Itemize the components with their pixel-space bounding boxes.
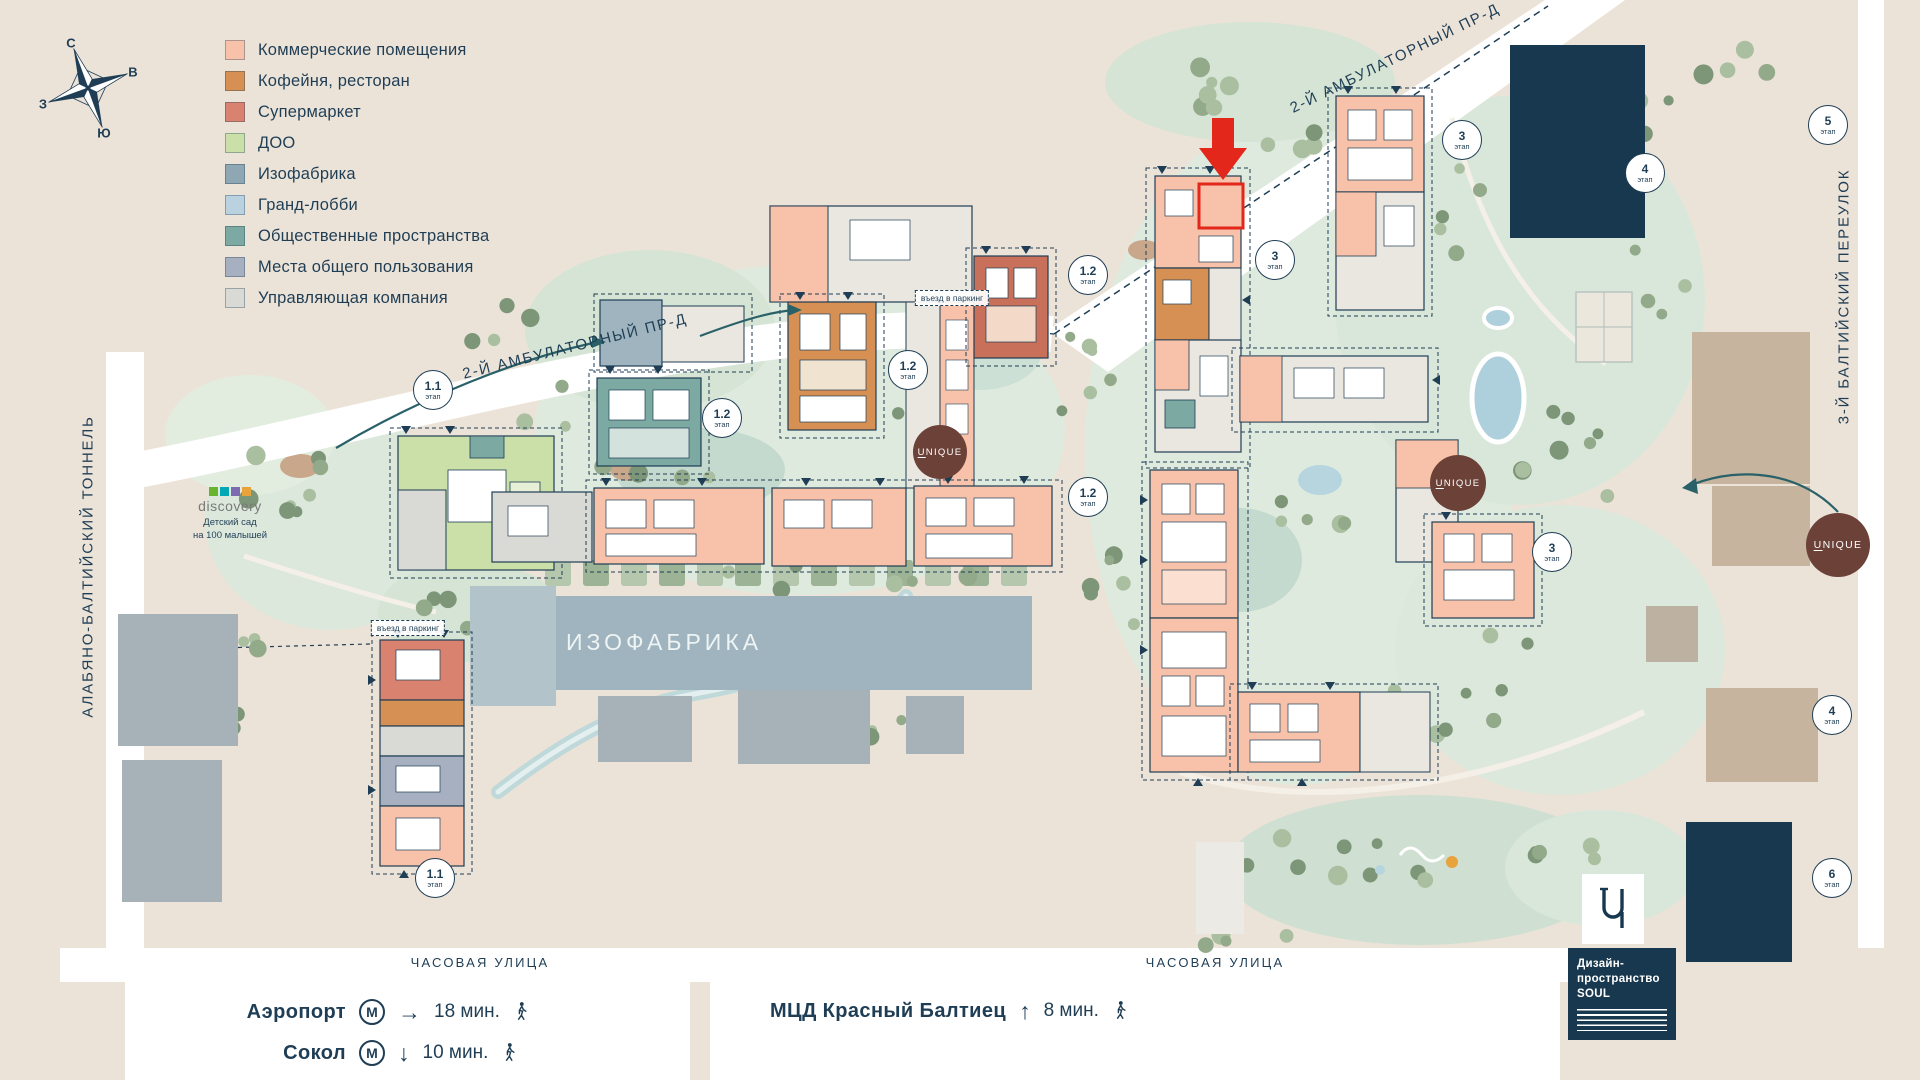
transit-panel-mcd — [710, 982, 1560, 1080]
soul-u-logo-icon — [1600, 887, 1624, 928]
legend-item: Гранд-лобби — [225, 195, 489, 215]
legend-label: Кофейня, ресторан — [258, 71, 410, 90]
metro-icon: М — [359, 1040, 385, 1066]
izofabrika-label: ИЗОФАБРИКА — [566, 629, 763, 655]
discovery-square-purple — [231, 487, 240, 496]
street-label-tunnel: АЛАБЯНО-БАЛТИЙСКИЙ ТОННЕЛЬ — [79, 415, 97, 718]
transit-panel-metro — [125, 982, 690, 1080]
tennis-court — [1575, 291, 1633, 363]
compass-star — [48, 48, 128, 128]
parking-entrance-label-east: въезд в паркинг — [914, 290, 990, 306]
legend-swatch-supermarket — [225, 102, 245, 122]
walk-time: 18 мин. — [434, 1001, 500, 1022]
metro-icon: М — [359, 999, 385, 1025]
legend-swatch-commercial — [225, 40, 245, 60]
parking-entrance-label-west: въезд в паркинг — [370, 620, 446, 636]
walking-person-icon — [1116, 1001, 1126, 1019]
legend-label: Общественные пространства — [258, 226, 490, 245]
transit-row-airport: Аэропорт М → 18 мин. — [228, 999, 529, 1025]
discovery-brand: discovery — [198, 498, 262, 514]
legend-item: Коммерческие помещения — [225, 40, 489, 60]
legend-swatch-izofabrika — [225, 164, 245, 184]
legend-label: Изофабрика — [258, 164, 356, 183]
building-izofabrika[interactable] — [470, 586, 1032, 706]
compass-rose: С В Ю З — [32, 30, 148, 146]
station-name: Аэропорт — [246, 1000, 346, 1023]
unique-marker-1[interactable]: UNIQUE — [913, 425, 967, 479]
building-stage1-1-south[interactable] — [371, 631, 473, 875]
legend-item: Управляющая компания — [225, 288, 489, 308]
walking-person-icon — [506, 1043, 515, 1061]
transit-row-mcd: МЦД Красный Балтиец ↑ 8 мин. — [770, 999, 1128, 1023]
selected-unit-highlight[interactable] — [1197, 182, 1245, 230]
direction-down-arrow: ↓ — [398, 1039, 410, 1066]
legend-label: Места общего пользования — [258, 257, 474, 276]
legend-item: Места общего пользования — [225, 257, 489, 277]
pool — [1469, 306, 1527, 445]
compass-west-label: З — [38, 96, 48, 112]
direction-up-arrow: ↑ — [1019, 997, 1031, 1024]
legend-item: ДОО — [225, 133, 489, 153]
discovery-logo-squares — [160, 487, 300, 496]
legend-swatch-management — [225, 288, 245, 308]
legend-swatch-doo — [225, 133, 245, 153]
legend-label: Коммерческие помещения — [258, 40, 467, 59]
street-label-chasovaya-west: ЧАСОВАЯ УЛИЦА — [410, 955, 550, 970]
unique-marker-3[interactable]: UNIQUE — [1806, 513, 1870, 577]
discovery-square-teal — [220, 487, 229, 496]
legend-swatch-grand-lobby — [225, 195, 245, 215]
direction-right-arrow: → — [398, 998, 421, 1025]
legend-item: Изофабрика — [225, 164, 489, 184]
legend-label: Гранд-лобби — [258, 195, 358, 214]
legend-swatch-cafe — [225, 71, 245, 91]
station-name: МЦД Красный Балтиец — [770, 999, 1007, 1022]
legend-swatch-public-spaces — [225, 226, 245, 246]
pedestrian-routes — [335, 304, 1839, 513]
playground — [1375, 846, 1458, 875]
station-name: Сокол — [283, 1041, 346, 1064]
street-label-chasovaya-east: ЧАСОВАЯ УЛИЦА — [1145, 955, 1285, 970]
walk-time: 8 мин. — [1043, 1000, 1099, 1021]
unique-marker-2[interactable]: UNIQUE — [1430, 455, 1486, 511]
location-arrow — [1199, 118, 1247, 180]
legend-label: Супермаркет — [258, 102, 361, 121]
soul-logo-card — [1582, 874, 1644, 944]
legend-label: Управляющая компания — [258, 288, 448, 307]
walk-time: 10 мин. — [422, 1042, 489, 1063]
discovery-square-orange — [242, 487, 251, 496]
soul-stripes-decor — [1577, 1008, 1667, 1031]
discovery-kindergarten: discovery Детский сад на 100 малышей — [160, 487, 300, 543]
compass-north-label: С — [66, 35, 76, 51]
discovery-square-green — [209, 487, 218, 496]
legend-label: ДОО — [258, 133, 296, 152]
soul-design-space-label: Дизайн- пространство SOUL — [1568, 948, 1676, 1040]
compass-east-label: В — [128, 64, 138, 80]
transit-row-sokol: Сокол М ↓ 10 мин. — [228, 1040, 517, 1066]
discovery-caption: Детский сад на 100 малышей — [192, 517, 268, 541]
legend-item: Супермаркет — [225, 102, 489, 122]
map-legend: Коммерческие помещения Кофейня, ресторан… — [225, 40, 489, 319]
walking-person-icon — [517, 1002, 527, 1020]
compass-south-label: Ю — [97, 125, 111, 141]
building-stage1-2-cluster[interactable] — [491, 205, 1063, 573]
street-label-baltic-lane: 3-Й БАЛТИЙСКИЙ ПЕРЕУЛОК — [1835, 168, 1853, 425]
existing-buildings — [118, 45, 1818, 962]
legend-swatch-common-areas — [225, 257, 245, 277]
legend-item: Кофейня, ресторан — [225, 71, 489, 91]
legend-item: Общественные пространства — [225, 226, 489, 246]
